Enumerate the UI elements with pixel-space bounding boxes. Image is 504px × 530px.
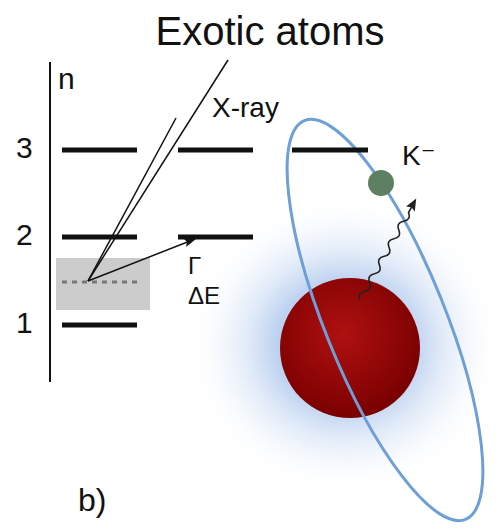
width-label: Γ xyxy=(188,252,201,280)
shift-label: ΔE xyxy=(188,282,220,310)
nucleus xyxy=(280,278,420,418)
orbit xyxy=(249,98,504,530)
arrow-head xyxy=(183,238,196,247)
diagram-title: Exotic atoms xyxy=(156,8,385,54)
level-number: 2 xyxy=(16,218,33,253)
axis xyxy=(49,62,51,382)
shifted-level xyxy=(62,281,137,284)
energy-levels xyxy=(62,150,368,325)
width-band xyxy=(56,258,150,310)
kaon xyxy=(368,170,394,196)
particle-label: K⁻ xyxy=(402,140,435,172)
axis-label: n xyxy=(58,62,75,97)
photon-arrow xyxy=(356,196,421,302)
cloud xyxy=(185,195,504,495)
transition-label: X-ray xyxy=(212,92,279,124)
panel-label: b) xyxy=(78,482,106,519)
leader-lines xyxy=(88,60,228,281)
level-number: 3 xyxy=(16,131,33,166)
level-number: 1 xyxy=(16,306,33,341)
